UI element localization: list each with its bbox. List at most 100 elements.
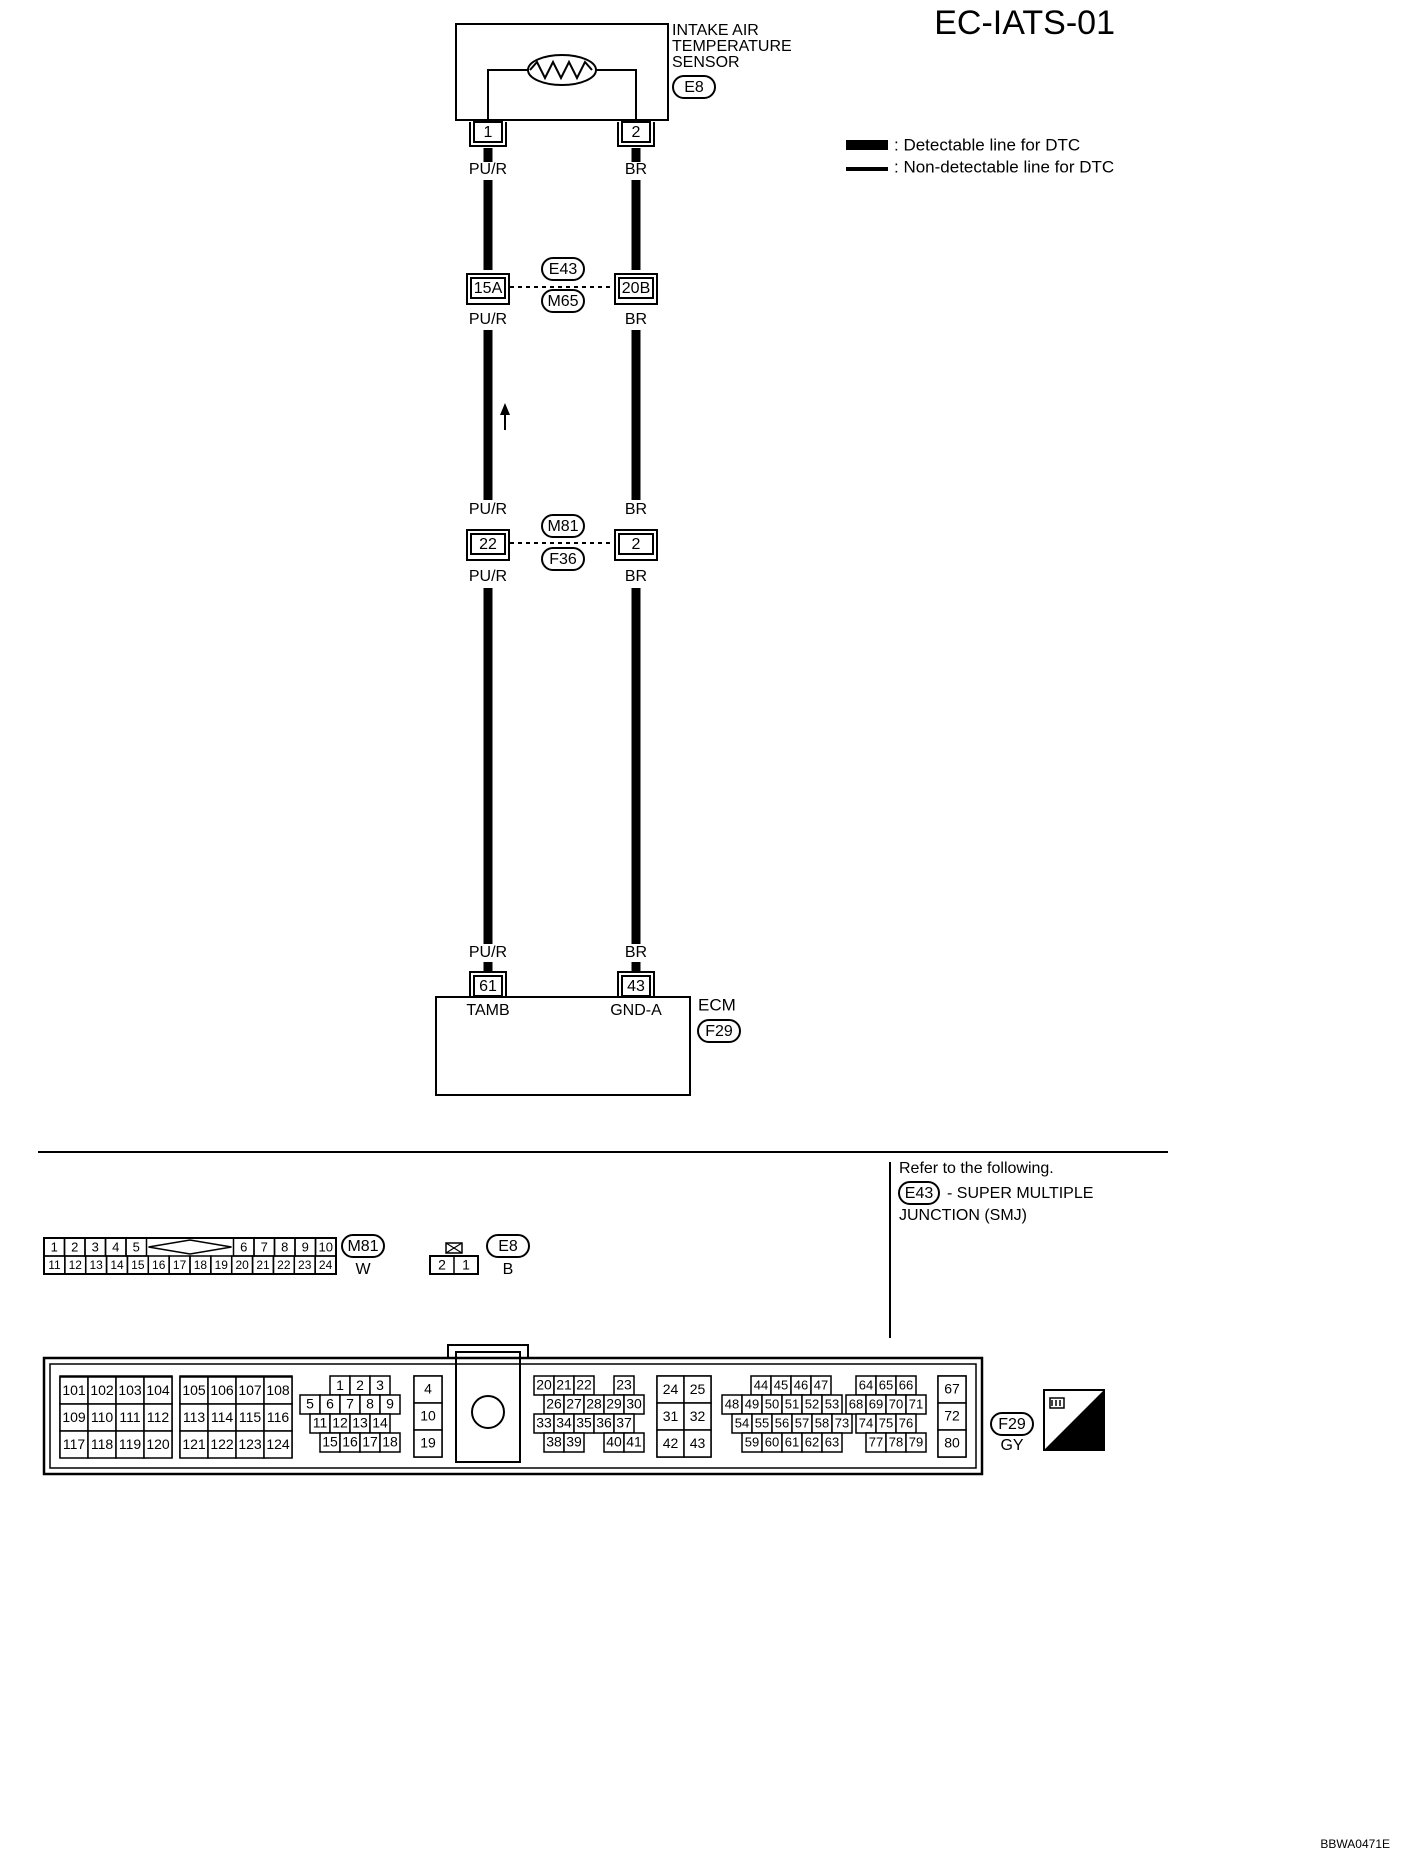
f29-g5-pin: 21: [556, 1377, 572, 1393]
junction2-lower-code: F36: [549, 551, 577, 568]
f29-g1-cell: [115, 1430, 145, 1459]
e8-pin-1: 1: [462, 1257, 470, 1273]
f29-g1-pin: 110: [91, 1409, 114, 1425]
m81-pin: 13: [89, 1258, 103, 1272]
f29-g6-pin: 42: [663, 1435, 679, 1451]
m81-color: W: [355, 1261, 371, 1278]
f29-g5-pin: 39: [566, 1434, 582, 1450]
f29-g2-pin: 121: [182, 1436, 206, 1452]
f29-g5-pin: 40: [606, 1434, 622, 1450]
f29-g1-cell: [87, 1403, 117, 1432]
f29-g5-pin: 30: [626, 1396, 642, 1412]
refer-code: E43: [905, 1185, 934, 1202]
f29-g7-pin: 44: [754, 1377, 768, 1392]
resistor-icon: [529, 59, 593, 81]
m81-pin: 19: [215, 1258, 229, 1272]
f29-g7-cell: [821, 1432, 843, 1453]
page-title: EC-IATS-01: [934, 4, 1115, 42]
wire-color-left-5: PU/R: [469, 944, 507, 961]
m81-pin: 2: [71, 1239, 78, 1254]
f29-g6-pin: 32: [690, 1408, 706, 1424]
f29-g5-pin: 36: [596, 1415, 612, 1431]
f29-g1-pin: 103: [118, 1382, 142, 1398]
f29-g7-pin: 51: [785, 1396, 799, 1411]
f29-g7-pin: 47: [814, 1377, 828, 1392]
f29-g1-cell: [87, 1376, 117, 1405]
f29-g2-cell: [263, 1376, 293, 1405]
f29-g1-cell: [59, 1376, 89, 1405]
f29-g2-pin: 123: [238, 1436, 262, 1452]
f29-inner: [49, 1363, 977, 1469]
sensor-box: [455, 23, 669, 121]
m81-pin: 18: [194, 1258, 208, 1272]
f29-g7-pin: 57: [795, 1415, 809, 1430]
signal-arrow-head: [500, 403, 510, 415]
f29-g4-cell: [413, 1429, 443, 1458]
f29-g1-cell: [59, 1403, 89, 1432]
junction2-upper-code-oval: [541, 514, 585, 538]
sensor-connector-code: E8: [684, 79, 704, 96]
sensor-pin-1-box: [473, 121, 503, 143]
sensor-pin-2-box: [621, 121, 651, 143]
legend-non-detectable-text: : Non-detectable line for DTC: [894, 157, 1114, 176]
refer-code-oval: [898, 1181, 940, 1205]
f29-g1-pin: 101: [62, 1382, 86, 1398]
e8-color: B: [503, 1261, 514, 1278]
f29-g7-pin: 48: [725, 1396, 739, 1411]
m81-pin: 3: [92, 1239, 99, 1254]
f29-g5-pin: 22: [576, 1377, 592, 1393]
m81-pin: 17: [173, 1258, 187, 1272]
f29-g6-pin: 24: [663, 1381, 679, 1397]
ecm-terminal-gnd-a: GND-A: [610, 1002, 662, 1019]
f29-g2-pin: 106: [210, 1382, 234, 1398]
f29-g3-pin: 8: [366, 1396, 374, 1412]
junction1-lower-code: M65: [547, 293, 578, 310]
m81-code: M81: [347, 1238, 378, 1255]
f29-g2-pin: 124: [266, 1436, 290, 1452]
f29-g5-pin: 35: [576, 1415, 592, 1431]
f29-g8-cell: [937, 1375, 967, 1404]
figure-code: BBWA0471E: [1320, 1837, 1390, 1851]
sensor-internal-wire-right: [596, 69, 637, 120]
wire-color-right-2: BR: [625, 311, 647, 328]
f29-g6-cell: [683, 1429, 712, 1458]
junction2-right-pin: 2: [632, 536, 641, 553]
junction1-upper-code-oval: [541, 257, 585, 281]
wire-color-left-3: PU/R: [469, 501, 507, 518]
e8-pin-2: 2: [438, 1257, 446, 1273]
junction1-upper-code: E43: [549, 261, 578, 278]
f29-top-tab: [447, 1344, 529, 1358]
f29-g7-pin: 52: [805, 1396, 819, 1411]
f29-g1-pin: 117: [63, 1436, 86, 1452]
f29-g1-cell: [143, 1430, 173, 1459]
junction2-right-pin-bracket: [614, 529, 658, 554]
f29-g1-pin: 102: [90, 1382, 114, 1398]
f29-g8-pin: 67: [944, 1381, 960, 1397]
f29-g5-pin: 23: [616, 1377, 632, 1393]
f29-g3-pin: 17: [362, 1434, 378, 1450]
ecm-connector-code: F29: [705, 1023, 733, 1040]
f29-g8-cell: [937, 1429, 967, 1458]
f29-g3-pin: 12: [332, 1415, 348, 1431]
wire-color-left-4: PU/R: [469, 568, 507, 585]
junction1-right-lower-bracket: [614, 296, 658, 305]
f29-g7-pin: 71: [909, 1396, 923, 1411]
refer-line2: - SUPER MULTIPLE: [947, 1185, 1093, 1202]
sensor-label-line1: INTAKE AIR: [672, 22, 759, 39]
f29-g7-pin: 49: [745, 1396, 759, 1411]
f29-g7-pin: 62: [805, 1434, 819, 1449]
f29-g5-pin: 34: [556, 1415, 572, 1431]
junction1-right-pin-bracket: [614, 273, 658, 298]
hs-badge-text: H.S.: [1066, 1431, 1097, 1448]
m81-code-oval: [341, 1234, 385, 1258]
f29-g4-pin: 19: [420, 1435, 436, 1451]
wire-color-left-1: PU/R: [469, 161, 507, 178]
f29-g1-pin: 104: [146, 1382, 170, 1398]
f29-g4-pin: 4: [424, 1381, 432, 1397]
f29-g7-pin: 68: [849, 1396, 863, 1411]
ecm-terminal-tamb: TAMB: [466, 1002, 509, 1019]
f29-g5-pin: 20: [536, 1377, 552, 1393]
f29-g7-pin: 45: [774, 1377, 788, 1392]
f29-g2-pin: 114: [211, 1409, 234, 1425]
